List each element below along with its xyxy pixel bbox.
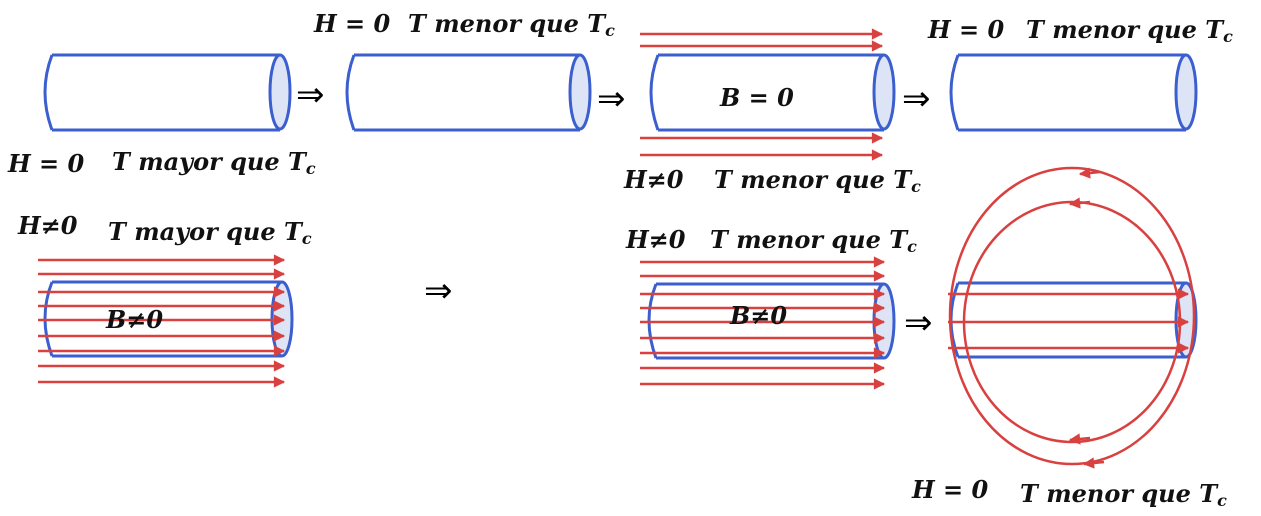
panel-5-field-label: H≠0 — [18, 211, 78, 240]
panel-6-field-label: H≠0 — [626, 225, 686, 254]
panel-4-temp-label: T menor que Tc — [1026, 15, 1233, 46]
panel-7-temp-label: T menor que Tc — [1020, 479, 1227, 510]
cylinder-2 — [345, 53, 592, 132]
panel-6-inner-label: B≠0 — [730, 301, 788, 330]
panel-2-temp-label: T menor que Tc — [408, 9, 615, 40]
field-lines-6 — [640, 256, 886, 390]
implies-arrow-5: ⇒ — [904, 303, 933, 343]
implies-arrow-3: ⇒ — [902, 79, 931, 119]
implies-arrow-2: ⇒ — [597, 79, 626, 119]
field-lines-5 — [38, 254, 286, 388]
trapped-field-lines — [948, 166, 1196, 469]
panel-4-field-label: H = 0 — [928, 15, 1005, 44]
panel-6-temp-label: T menor que Tc — [710, 225, 917, 256]
implies-arrow-4: ⇒ — [424, 271, 453, 311]
panel-3-field-label: H≠0 — [624, 165, 684, 194]
panel-7-field-label: H = 0 — [912, 475, 989, 504]
cylinder-3 — [649, 53, 896, 132]
implies-arrow-1: ⇒ — [296, 75, 325, 115]
panel-5-inner-label: B≠0 — [106, 305, 164, 334]
panel-3-temp-label: T menor que Tc — [714, 165, 921, 196]
panel-3-inner-label: B = 0 — [720, 83, 794, 112]
cylinder-1 — [43, 53, 292, 132]
panel-1-field-label: H = 0 — [8, 149, 85, 178]
panel-2-field-label: H = 0 — [314, 9, 391, 38]
cylinder-4 — [949, 53, 1198, 132]
panel-5-temp-label: T mayor que Tc — [108, 217, 312, 248]
panel-1-temp-label: T mayor que Tc — [112, 147, 316, 178]
field-lines-3 — [640, 28, 884, 161]
